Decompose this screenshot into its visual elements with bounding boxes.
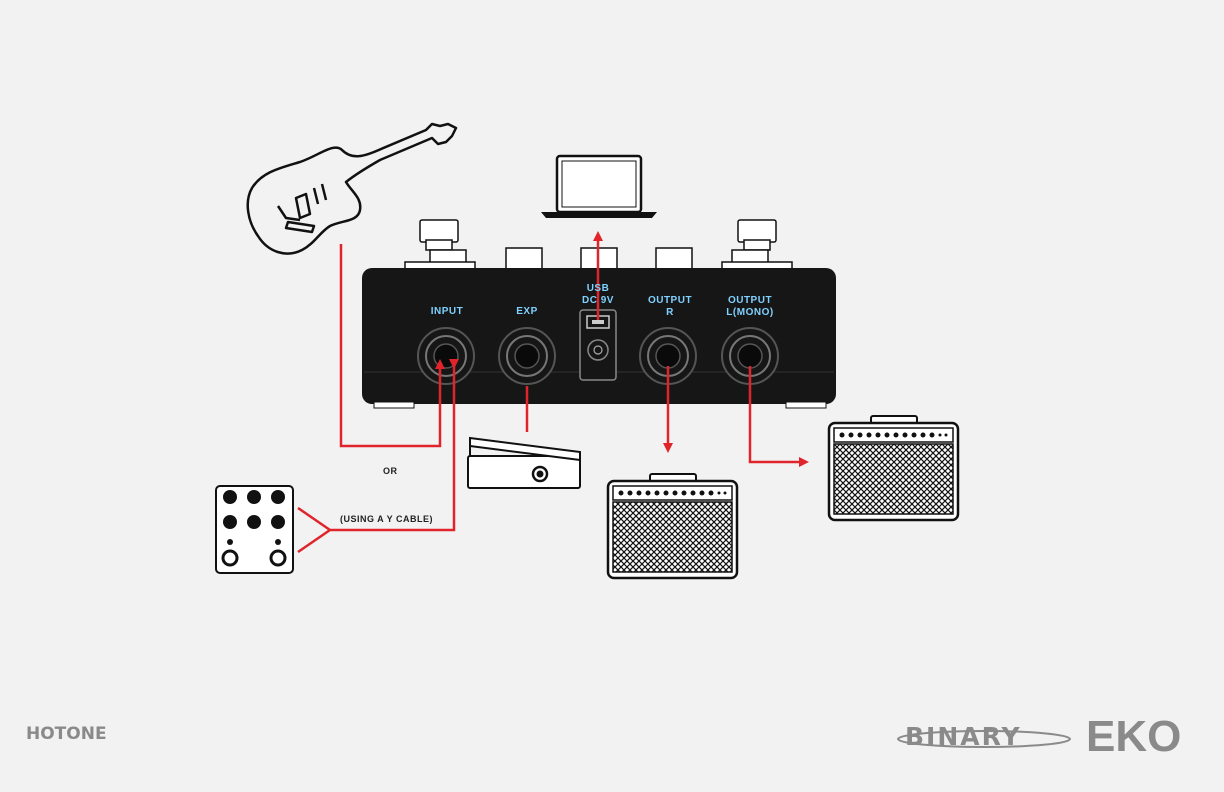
output-r-label: OUTPUT R xyxy=(625,295,715,319)
exp-label: EXP xyxy=(482,306,572,318)
y-cable-branch-top xyxy=(298,508,330,530)
eko-logo: EKO xyxy=(1086,712,1181,762)
usb-dc-port[interactable] xyxy=(580,310,616,380)
input-jack[interactable] xyxy=(418,328,474,384)
y-cable-branch-bottom xyxy=(298,530,330,552)
guitar-amplifier-icon xyxy=(608,474,737,578)
laptop-icon xyxy=(541,156,657,218)
or-caption: OR xyxy=(383,466,398,476)
hotone-logo: HOTONE xyxy=(26,724,107,744)
output-l-label: OUTPUT L(MONO) xyxy=(705,295,795,319)
exp-jack[interactable] xyxy=(499,328,555,384)
binary-swoosh-icon xyxy=(894,726,1074,752)
expression-pedal-icon xyxy=(468,438,580,488)
effects-pedal-icon xyxy=(216,486,293,573)
input-label: INPUT xyxy=(402,306,492,318)
y-cable-caption: (USING A Y CABLE) xyxy=(340,514,433,524)
guitar-amplifier-icon xyxy=(829,416,958,520)
